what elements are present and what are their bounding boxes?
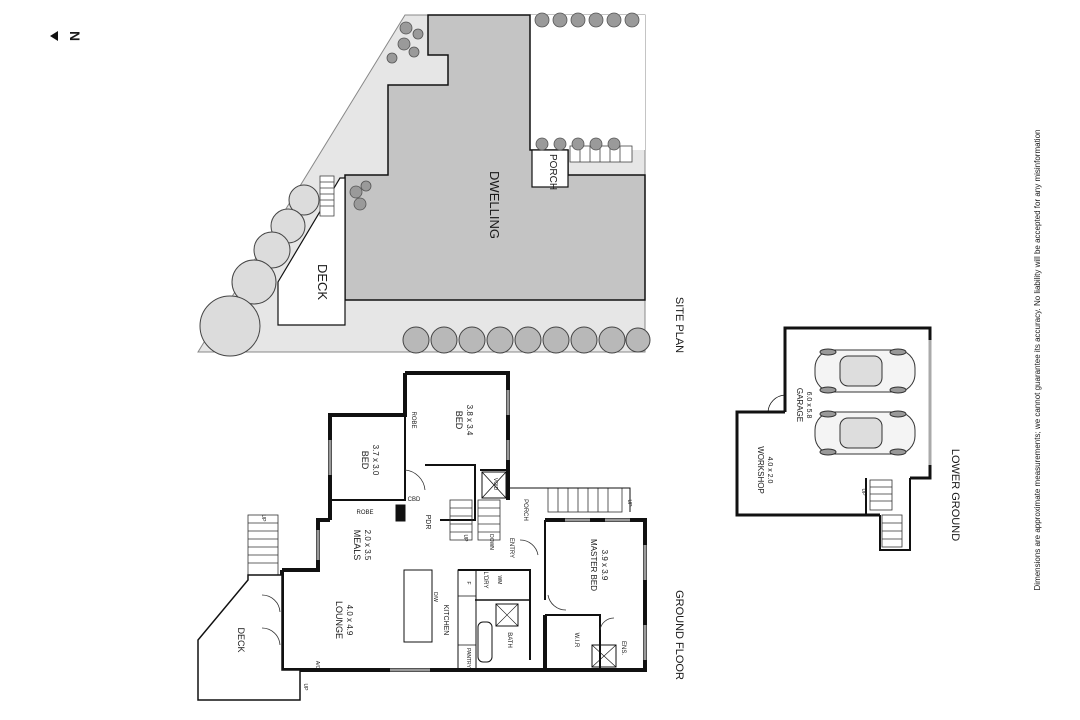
north-arrow: N <box>50 31 83 41</box>
gf-deck-label: DECK <box>236 627 246 652</box>
site-plan-title: SITE PLAN <box>673 297 685 353</box>
gf-f-label: F <box>465 581 471 584</box>
gf-master-label: MASTER BED <box>589 539 598 591</box>
disclaimer-text: Dimensions are approximate measurements;… <box>1033 130 1042 591</box>
gf-wall-bed1 <box>328 373 407 520</box>
gf-meals-size: 2.0 x 3.5 <box>363 530 372 561</box>
gf-wall-int-2 <box>425 464 476 521</box>
lg-wall-stair-2 <box>879 478 911 551</box>
gf-bath-label: BATH <box>506 632 512 648</box>
gf-bath-tub <box>477 621 493 663</box>
gf-bed1-label: BED <box>360 451 370 470</box>
gf-stairs <box>247 487 623 691</box>
gf-meals-label: MEALS <box>352 530 362 561</box>
lg-stairs <box>869 479 903 548</box>
site-deck-label: DECK <box>315 264 330 300</box>
gf-porch-frame <box>507 487 631 512</box>
gf-ldry-label: L'DRY <box>482 571 488 588</box>
site-porch <box>531 149 569 188</box>
gf-dw-label: D/W <box>432 592 438 602</box>
gf-bed2-label: BED <box>454 411 464 430</box>
gf-kitchen-bench <box>457 569 477 671</box>
gf-up4-label: UP <box>302 684 308 692</box>
lg-up-label: UP <box>860 489 866 497</box>
gf-windows <box>316 390 647 672</box>
site-porch-label: PORCH <box>547 154 558 190</box>
gf-deck <box>197 574 301 701</box>
gf-ens-shower <box>591 644 617 668</box>
site-trees-large <box>199 184 320 357</box>
lg-workshop-size: 4.0 x 2.0 <box>766 457 773 484</box>
gf-entry-label: ENTRY <box>508 538 514 558</box>
gf-wall-int-1 <box>330 415 406 501</box>
gf-cbd-block <box>395 504 406 522</box>
lg-wall-workshop <box>735 410 880 517</box>
ground-floor <box>197 371 647 701</box>
gf-up1-label: UP <box>260 515 266 523</box>
gf-void-label: VOID <box>492 478 498 491</box>
gf-title: GROUND FLOOR <box>673 590 685 680</box>
lg-door-arc <box>767 394 786 413</box>
gf-cbd-label: CBD <box>408 497 421 503</box>
site-dwelling-label: DWELLING <box>487 171 502 239</box>
gf-up2-label: UP <box>462 535 468 543</box>
gf-labels: BED 3.7 x 3.0 BED 3.8 x 3.4 ROBE ROBE CB… <box>236 405 685 691</box>
gf-lounge-size: 4.0 x 4.9 <box>345 605 354 636</box>
lg-car-2 <box>814 410 916 456</box>
gf-up3-label: UP <box>626 500 632 508</box>
gf-master-size: 3.9 x 3.9 <box>600 550 609 581</box>
gf-lounge-label: LOUNGE <box>334 601 344 639</box>
gf-bed2-size: 3.8 x 3.4 <box>465 405 474 436</box>
site-plan: DWELLING DECK PORCH SITE PLAN <box>197 12 685 357</box>
gf-wir-label: W.I.R <box>573 633 579 648</box>
north-arrow-icon <box>50 31 58 41</box>
lg-garage-label: GARAGE <box>795 388 804 422</box>
gf-wall-meals <box>282 518 330 572</box>
lg-workshop-label: WORKSHOP <box>756 446 765 494</box>
lg-title: LOWER GROUND <box>949 449 961 541</box>
gf-pantry-label: PANTRY <box>465 648 471 668</box>
gf-down-label: DOWN <box>488 534 494 550</box>
gf-wall-wir <box>545 614 601 670</box>
gf-kitchen-label: KITCHEN <box>442 605 449 636</box>
north-label: N <box>67 31 83 41</box>
gf-doors <box>261 469 615 646</box>
gf-pdr-label: PDR <box>424 515 431 530</box>
gf-wall-south <box>280 570 547 672</box>
gf-bed1-size: 3.7 x 3.0 <box>371 445 380 476</box>
gf-porch-label: PORCH <box>522 499 528 521</box>
lg-garage-size: 6.0 x 5.8 <box>805 392 812 419</box>
gf-wm-label: WM <box>496 576 502 585</box>
lg-wall-garage <box>783 326 932 480</box>
gf-robe2-label: ROBE <box>356 510 373 516</box>
gf-void <box>481 471 507 499</box>
gf-ac-label: A/C <box>314 661 320 670</box>
site-rear-yard <box>530 15 645 150</box>
site-trees-top <box>349 12 640 211</box>
gf-ens-label: ENS. <box>620 641 626 655</box>
lg-labels: GARAGE 6.0 x 5.8 WORKSHOP 4.0 x 2.0 UP L… <box>756 388 961 541</box>
gf-wall-ldry <box>458 569 531 660</box>
gf-kitchen-island <box>403 569 433 643</box>
site-trees-bottom <box>402 326 651 354</box>
gf-ldry-shower <box>495 603 519 627</box>
lg-car-1 <box>814 348 916 394</box>
gf-robe1-label: ROBE <box>410 411 416 428</box>
lower-ground <box>735 326 932 551</box>
